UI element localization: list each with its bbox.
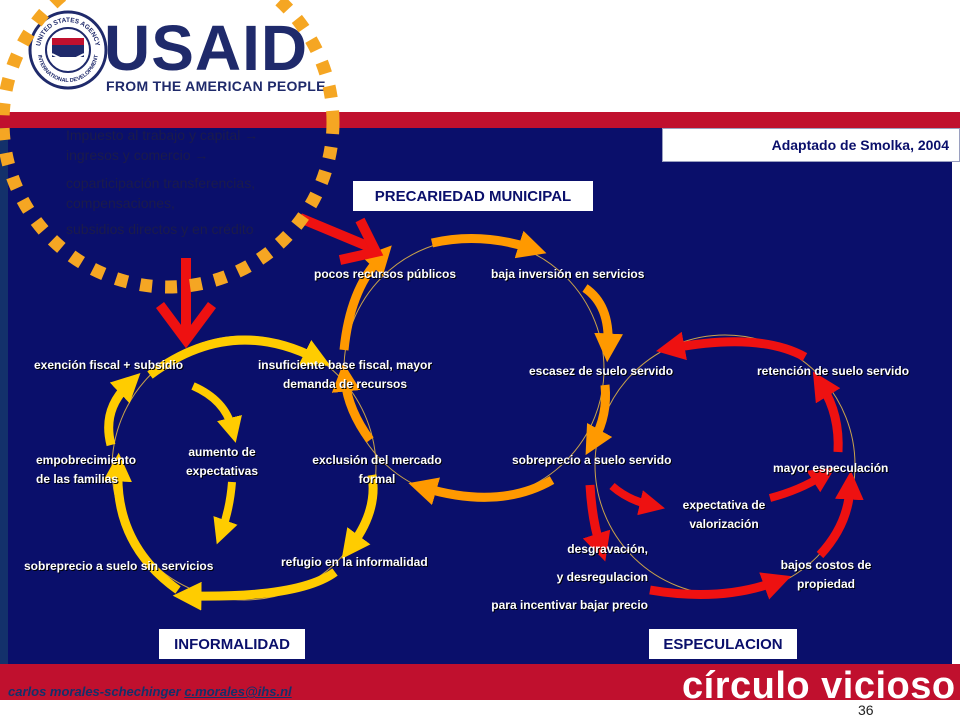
node-retencion-suelo: retención de suelo servido bbox=[757, 364, 910, 378]
footer-author-name: carlos morales-schechinger bbox=[8, 684, 185, 699]
arrow-mayor-retencion bbox=[812, 371, 843, 453]
tax-note-line-5: subsidios directos y en crédito bbox=[66, 221, 254, 237]
node-desgravacion-line-2: y desregulacion bbox=[556, 570, 648, 584]
arrow-exencion-aumento bbox=[191, 382, 242, 443]
arrow-sobreprecio-empobrecimiento bbox=[103, 452, 181, 594]
usaid-seal-icon: UNITED STATES AGENCY INTERNATIONAL DEVEL… bbox=[28, 10, 108, 90]
node-mayor-especulacion: mayor especulación bbox=[773, 461, 889, 475]
node-empobrecimiento: empobrecimiento de las familias bbox=[36, 451, 136, 489]
node-aumento-expectativas: aumento de expectativas bbox=[172, 443, 272, 481]
page-number: 36 bbox=[858, 702, 874, 718]
slide-title: círculo vicioso bbox=[682, 665, 956, 707]
arrow-sobreprecio-exclusion bbox=[408, 476, 555, 506]
node-bajos-costos-line-1: bajos costos de bbox=[780, 558, 872, 572]
node-empobrecimiento-line-2: de las familias bbox=[36, 472, 119, 486]
tax-note-line-1: Impuesto al trabajo y capital → bbox=[66, 127, 259, 143]
node-exencion-fiscal: exención fiscal + subsidio bbox=[34, 358, 184, 372]
header-area bbox=[0, 0, 960, 112]
tax-arrow-right-head bbox=[338, 217, 384, 265]
bottom-red-band bbox=[0, 664, 960, 700]
node-bajos-costos: bajos costos de propiedad bbox=[770, 556, 882, 594]
node-expectativa-line-1: expectativa de bbox=[682, 498, 766, 512]
usaid-tagline: FROM THE AMERICAN PEOPLE bbox=[106, 78, 326, 94]
node-desgravacion: desgravación, y desregulacion para incen… bbox=[480, 535, 648, 619]
top-red-band bbox=[0, 112, 960, 128]
arrow-aumento-sobreprecio bbox=[213, 481, 238, 545]
node-aumento-line-2: expectativas bbox=[185, 464, 259, 478]
source-attribution: Adaptado de Smolka, 2004 bbox=[662, 128, 960, 162]
tax-note-line-2: ingresos y comercio → bbox=[66, 147, 209, 163]
arrow-desgravacion-bajos bbox=[649, 572, 792, 600]
tax-note-line-4: compensaciones, bbox=[66, 195, 175, 211]
dotted-highlight-circle bbox=[0, 0, 340, 294]
arrow-exclusion-insuficiente bbox=[331, 362, 374, 443]
node-exclusion-mercado: exclusión del mercado formal bbox=[300, 451, 454, 489]
node-expectativa-valorizacion: expectativa de valorización bbox=[668, 496, 780, 534]
node-baja-inversion: baja inversión en servicios bbox=[491, 267, 645, 281]
node-insuficiente-line-2: demanda de recursos bbox=[282, 377, 408, 391]
node-desgravacion-line-1: desgravación, bbox=[567, 542, 648, 556]
label-precariedad-municipal: PRECARIEDAD MUNICIPAL bbox=[352, 180, 594, 212]
label-especulacion: ESPECULACION bbox=[648, 628, 798, 660]
label-informalidad: INFORMALIDAD bbox=[158, 628, 306, 660]
node-pocos-recursos: pocos recursos públicos bbox=[314, 267, 457, 281]
arrow-sobreprecio-desgravacion bbox=[582, 484, 611, 562]
arrow-exencion-insuficiente bbox=[147, 335, 331, 379]
node-sobreprecio-servido: sobreprecio a suelo servido bbox=[512, 453, 672, 467]
node-empobrecimiento-line-1: empobrecimiento bbox=[36, 453, 137, 467]
arrow-expectativa-mayor bbox=[768, 467, 835, 502]
usaid-wordmark: USAID bbox=[104, 12, 309, 84]
node-insuficiente-line-1: insuficiente base fiscal, mayor bbox=[257, 358, 433, 372]
tax-arrow-down-head bbox=[155, 302, 217, 349]
node-sobreprecio-sin-servicios: sobreprecio a suelo sin servicios bbox=[24, 559, 214, 573]
node-aumento-line-1: aumento de bbox=[188, 445, 256, 459]
arrow-bajos-mayor bbox=[816, 470, 864, 559]
arrow-sobreprecio-expectativa bbox=[609, 482, 665, 516]
node-exclusion-line-1: exclusión del mercado bbox=[312, 453, 442, 467]
node-refugio-informalidad: refugio en la informalidad bbox=[281, 555, 428, 569]
arrow-refugio-sobreprecio bbox=[172, 568, 338, 611]
arrow-exclusion-refugio bbox=[341, 474, 378, 559]
node-insuficiente-base-fiscal: insuficiente base fiscal, mayor demanda … bbox=[240, 356, 450, 394]
node-expectativa-line-2: valorización bbox=[689, 517, 759, 531]
node-exclusion-line-2: formal bbox=[358, 472, 396, 486]
arrow-insuficiente-pocos bbox=[339, 245, 392, 351]
footer-email-link[interactable]: c.morales@ihs.nl bbox=[184, 684, 292, 699]
node-escasez-suelo: escasez de suelo servido bbox=[529, 364, 674, 378]
arrow-empobrecimiento-exencion bbox=[104, 373, 141, 447]
left-stripe bbox=[0, 128, 8, 664]
arrow-pocos-baja bbox=[430, 230, 547, 259]
arrow-retencion-escasez bbox=[656, 331, 808, 361]
arrow-baja-escasez bbox=[582, 284, 623, 363]
arrow-escasez-sobreprecio bbox=[585, 384, 613, 456]
tax-arrow-right-shaft bbox=[298, 213, 374, 253]
node-desgravacion-line-3: para incentivar bajar precio bbox=[491, 598, 648, 612]
footer-author: carlos morales-schechinger c.morales@ihs… bbox=[8, 684, 292, 699]
node-bajos-costos-line-2: propiedad bbox=[796, 577, 855, 591]
tax-note-line-3: coparticipación transferencias, bbox=[66, 175, 256, 191]
